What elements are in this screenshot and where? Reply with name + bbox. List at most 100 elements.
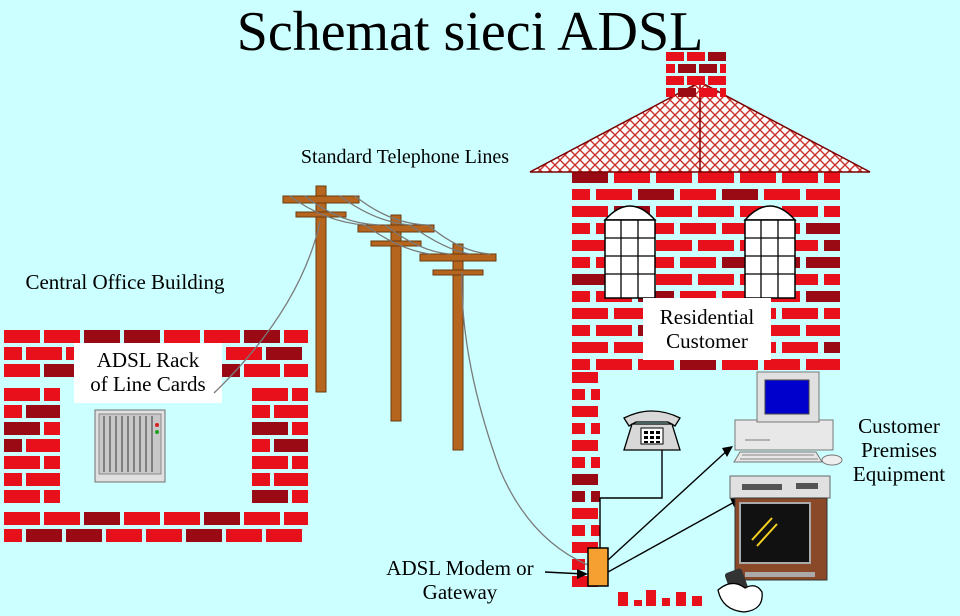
brick [687,52,705,61]
brick [572,291,590,302]
brick [591,491,600,502]
brick [4,364,40,377]
telephone-wires [213,195,589,566]
brick [782,240,818,251]
brick [806,291,840,302]
brick [252,439,270,452]
brick [26,405,60,418]
pole-2 [357,214,435,422]
adsl-rack-label-box [74,343,222,403]
brick [678,88,696,97]
brick [782,342,818,353]
brick [680,291,716,302]
brick [106,529,142,542]
brick [572,474,598,485]
brick [666,76,684,85]
brick [186,529,222,542]
brick [204,330,240,343]
brick [722,257,758,268]
brick [680,359,716,370]
cpe-label: Customer Premises Equipment [840,414,958,486]
brick [26,473,60,486]
brick [66,529,102,542]
brick [4,490,40,503]
brick [292,422,308,435]
brick [4,347,22,360]
brick [252,456,288,469]
brick [699,88,717,97]
brick [44,330,80,343]
brick [666,88,675,97]
brick [44,490,60,503]
brick [252,473,270,486]
brick [572,508,598,519]
brick [720,64,726,73]
brick [124,330,160,343]
brick [44,422,60,435]
brick [614,342,650,353]
line-to-rack [213,221,321,394]
brick [740,172,776,183]
modem-label-line-1: ADSL Modem or [386,556,534,580]
line-to-modem [461,271,589,566]
brick [252,388,288,401]
brick [638,359,674,370]
brick [591,525,600,536]
brick [572,240,608,251]
brick [806,359,840,370]
brick [572,342,608,353]
chimney [666,52,726,97]
brick [26,347,62,360]
brick [572,576,598,587]
brick [572,325,590,336]
brick [244,512,280,525]
brick [698,240,734,251]
brick [591,457,600,468]
brick [782,274,818,285]
adsl-rack-label-line-2: of Line Cards [90,372,206,397]
brick [656,172,692,183]
brick [44,512,80,525]
brick [204,512,240,525]
brick [572,542,598,553]
brick [226,529,262,542]
brick [698,206,734,217]
brick [146,529,182,542]
brick [680,257,716,268]
window-right [743,205,797,299]
brick [252,490,288,503]
brick [824,172,840,183]
central-office-label: Central Office Building [25,270,225,294]
brick [284,330,308,343]
page-title: Schemat sieci ADSL [236,1,704,63]
brick [824,206,840,217]
brick [284,364,308,377]
brick [44,388,60,401]
brick [572,491,585,502]
brick [4,512,40,525]
brick [274,473,308,486]
brick [572,525,585,536]
brick [4,439,22,452]
brick [824,342,840,353]
brick [722,291,758,302]
brick [638,189,674,200]
brick [614,308,650,319]
brick [806,257,840,268]
brick [634,600,642,606]
brick [680,189,716,200]
brick [572,372,598,383]
brick [4,405,22,418]
brick [824,308,840,319]
brick [292,490,308,503]
brick [572,308,608,319]
brick [572,440,598,451]
modem-label-line-2: Gateway [422,580,498,605]
brick [292,456,308,469]
brick [614,172,650,183]
residential-label-line-1: Residential [659,305,755,329]
computer-icon [733,371,843,466]
brick [4,529,22,542]
brick [662,598,670,606]
brick [244,364,280,377]
